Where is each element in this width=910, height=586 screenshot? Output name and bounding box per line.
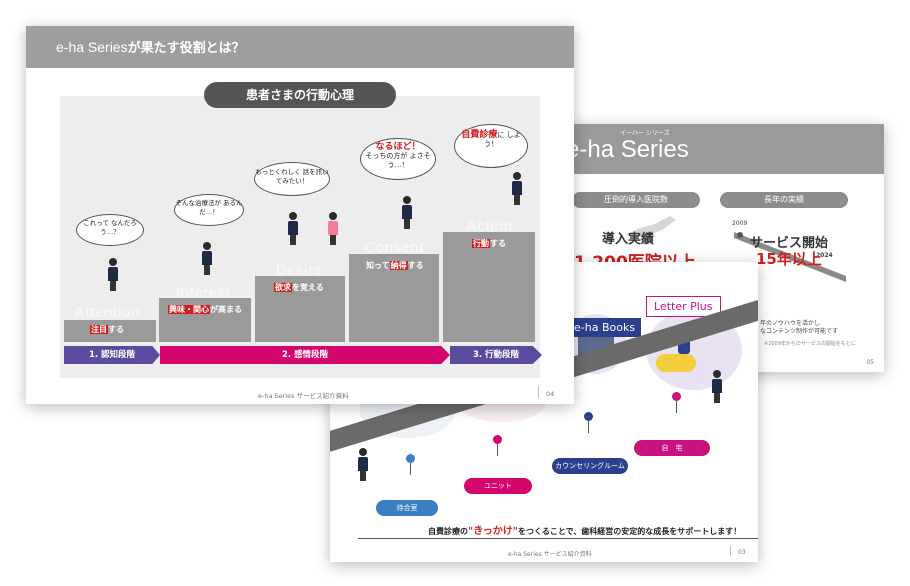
step-action [443,232,535,342]
slide-footer: e-ha Series サービス紹介資料 [508,551,592,558]
tag-unit: ユニット [464,478,532,494]
caption-underline [358,538,758,539]
caption-post: をつくることで、歯科経営の安定的な成長をサポートします！ [518,527,742,536]
ehabooks-logo: e-ha Books [568,318,642,337]
step-attention [64,320,156,342]
slide-header [26,26,574,68]
brand-ruby: イーハー シリーズ [620,130,670,137]
install-head: 導入実績 [602,232,655,247]
pin-waiting [406,454,415,475]
years-value: 15年以上 [756,250,822,268]
ghost-consent: Consent [364,239,424,256]
ghost-interest: Interest [176,284,231,301]
ghost-action: Action [466,218,513,235]
caption-accent: "きっかけ" [468,526,519,537]
header-title: が果たす役割とは？ [127,41,245,56]
page-number: 03 [738,549,746,556]
footer-divider [730,546,731,556]
fine-print: ※2009年からのサービスの開始をもとに [764,341,856,347]
pin-counseling [584,412,593,433]
service-head: サービス開始 [750,236,829,251]
patient-figure-4 [402,196,412,229]
pill-install-count: 圧倒的導入医院数 [572,192,700,208]
pin-home [672,392,681,413]
step-desire [255,276,345,342]
slide-title: e-ha Seriesが果たす役割とは？ [56,37,245,56]
patient-figure-5 [512,172,522,205]
caption-interest: 興味・関心が高まる [168,305,242,314]
speech-bubble-4: なるほど！そっちの方が よさそう…！ [360,138,436,180]
year-start: 2009 [732,220,748,227]
year-end: 2024 [816,252,833,259]
slide-footer: e-ha Series サービス紹介資料 [258,392,349,400]
speech-bubble-5: 自費診療に しよう！ [454,124,528,168]
patient-figure-end [712,370,722,403]
page-number: 04 [546,390,555,398]
caption-desire: 欲求を覚える [274,283,324,292]
japan-map-icon [625,216,676,236]
page-number: 05 [866,359,874,366]
topic-pill: 患者さまの行動心理 [204,82,396,108]
header-logo: e-ha Series [56,39,128,55]
brand-logo: e-ha Series [566,136,689,163]
note-line-2: なコンテンツ制作が可能です [760,328,839,335]
footer-divider [538,386,539,398]
stage-recognition: 1. 認知段階 [64,346,160,364]
ghost-attention: Attention [74,304,140,321]
slide-header [560,124,884,174]
stage-action: 3. 行動段階 [450,346,542,364]
patient-figure-start [358,448,368,481]
speech-bubble-2: そんな治療法が あるんだ…！ [174,194,244,226]
pill-years: 長年の実績 [720,192,848,208]
pin-unit [493,435,502,456]
caption-attention: 注目する [90,325,124,334]
patient-figure-3 [288,212,298,245]
sofa-icon [656,354,696,372]
touchpoint-caption: 自費診療の"きっかけ"をつくることで、歯科経営の安定的な成長をサポートします！ [428,522,741,537]
slide-patient-psychology: e-ha Seriesが果たす役割とは？ 患者さまの行動心理 Attention… [26,26,574,404]
caption-consent: 知って納得する [366,261,424,270]
caption-pre: 自費診療の [428,527,468,536]
speech-bubble-1: これって なんだろう…？ [76,214,144,246]
timeline-ramp-icon [734,232,846,282]
caption-action: 行動する [472,239,506,248]
staff-figure [328,212,338,245]
letterplus-logo: Letter Plus [646,296,721,317]
tag-counseling: カウンセリングルーム [552,458,628,474]
patient-figure-2 [202,242,212,275]
tag-waiting-room: 待合室 [376,500,438,516]
ghost-desire: Desire [276,262,322,279]
note-line-1: 年のノウハウを活かし [760,320,821,327]
speech-bubble-3: もっとくわしく 話を訊いてみたい！ [254,162,330,196]
stage-emotion: 2. 感情段階 [160,346,450,364]
tag-home: 自 宅 [634,440,710,456]
patient-figure-1 [108,258,118,291]
